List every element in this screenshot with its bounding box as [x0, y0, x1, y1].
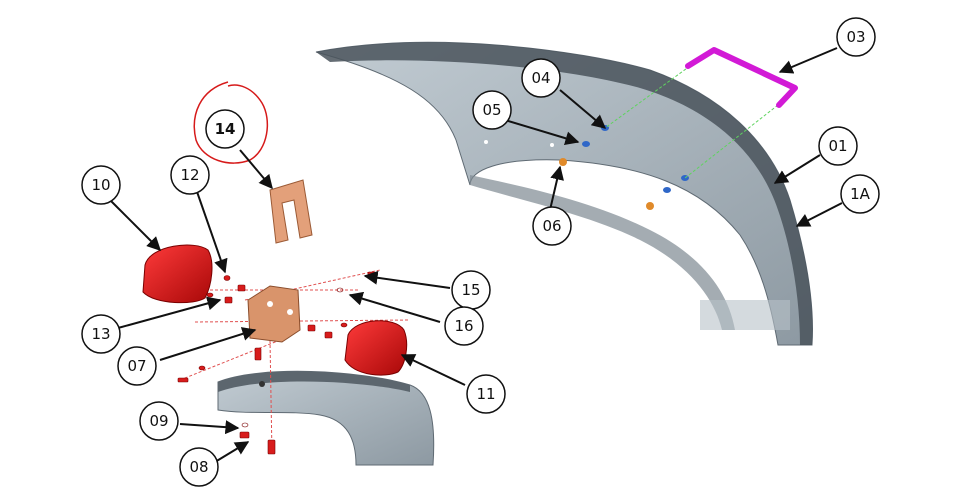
svg-text:10: 10 — [91, 176, 110, 194]
svg-text:1A: 1A — [850, 185, 871, 203]
svg-text:11: 11 — [476, 385, 495, 403]
svg-text:05: 05 — [482, 101, 501, 119]
callout-04: 04 — [521, 58, 561, 98]
lamp-right-part — [344, 320, 408, 376]
svg-text:08: 08 — [189, 458, 208, 476]
svg-text:13: 13 — [91, 325, 110, 343]
callout-05: 05 — [472, 90, 512, 130]
svg-text:03: 03 — [846, 28, 865, 46]
svg-text:12: 12 — [180, 166, 199, 184]
callout-07: 07 — [117, 346, 157, 386]
svg-text:04: 04 — [531, 69, 550, 87]
svg-text:01: 01 — [828, 137, 847, 155]
callout-12: 12 — [170, 155, 210, 195]
highlight-ring — [193, 81, 269, 164]
svg-text:14: 14 — [215, 120, 236, 138]
lamp-left-part — [142, 244, 213, 304]
svg-text:15: 15 — [461, 281, 480, 299]
callout-13: 13 — [81, 314, 121, 354]
svg-text:06: 06 — [542, 217, 561, 235]
lower-mudguard-part — [217, 370, 435, 466]
callout-15: 15 — [451, 270, 491, 310]
callout-08: 08 — [179, 447, 219, 487]
callout-16: 16 — [444, 306, 484, 346]
fender-part — [315, 41, 813, 346]
callout-09: 09 — [139, 401, 179, 441]
callout-01: 01 — [818, 126, 858, 166]
callout-14: 14 — [205, 109, 245, 149]
leader-arrows — [109, 47, 843, 463]
callout-06: 06 — [532, 206, 572, 246]
grab-handle-part — [685, 47, 798, 108]
svg-text:16: 16 — [454, 317, 473, 335]
svg-text:07: 07 — [127, 357, 146, 375]
svg-text:09: 09 — [149, 412, 168, 430]
u-bracket-part — [269, 179, 313, 244]
callout-1a: 1A — [840, 174, 880, 214]
handle-guide-lines — [604, 65, 779, 179]
callout-03: 03 — [836, 17, 876, 57]
callout-10: 10 — [81, 165, 121, 205]
callout-11: 11 — [466, 374, 506, 414]
